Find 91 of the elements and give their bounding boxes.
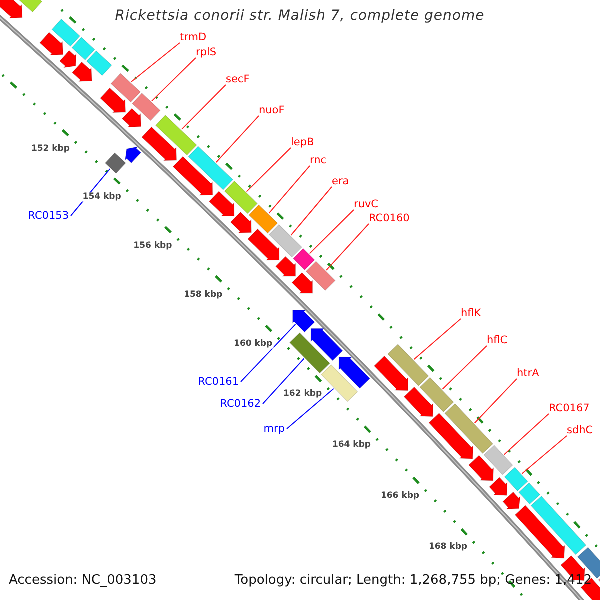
gene-feature bbox=[275, 256, 296, 277]
gene-feature bbox=[72, 62, 92, 82]
gene-block bbox=[248, 204, 278, 234]
gene-label: RC0167 bbox=[549, 404, 590, 414]
gene-label: secF bbox=[226, 74, 250, 85]
gene-feature bbox=[502, 492, 521, 510]
gene-feature bbox=[0, 0, 23, 19]
gene-block bbox=[444, 403, 494, 454]
scale-label: 158 kbp bbox=[183, 290, 224, 300]
gene-block bbox=[110, 73, 142, 103]
title: Rickettsia conorii str. Malish 7, complete genome bbox=[115, 9, 485, 23]
gene-label: RC0160 bbox=[369, 214, 410, 224]
gene-block bbox=[484, 445, 514, 476]
gene-block bbox=[420, 377, 454, 413]
leader-line bbox=[309, 210, 354, 254]
leader-line bbox=[474, 378, 518, 424]
gene-label: htrA bbox=[517, 368, 540, 379]
gene-block bbox=[530, 496, 587, 556]
gene-feature bbox=[292, 310, 316, 333]
leader-line bbox=[130, 42, 180, 83]
gene-label: RC0153 bbox=[28, 210, 69, 222]
gene-block bbox=[155, 114, 198, 156]
leader-line bbox=[290, 186, 332, 236]
gene-block bbox=[86, 50, 112, 76]
leader-line bbox=[442, 346, 488, 390]
leader-line bbox=[286, 388, 334, 430]
gene-feature bbox=[514, 505, 566, 559]
gene-block bbox=[72, 37, 96, 61]
leader-line bbox=[151, 58, 196, 102]
gene-feature bbox=[208, 191, 235, 217]
leader-line bbox=[246, 148, 292, 192]
gene-feature bbox=[142, 126, 177, 162]
gene-block bbox=[293, 248, 316, 271]
leader-line bbox=[240, 324, 296, 382]
gene-block bbox=[504, 467, 528, 492]
scale-label: 160 kbp bbox=[233, 340, 274, 349]
scale-label: 156 kbp bbox=[132, 241, 174, 250]
gene-label: lepB bbox=[291, 138, 314, 148]
gene-feature bbox=[468, 455, 494, 482]
gene-feature bbox=[374, 356, 409, 391]
gene-block bbox=[306, 261, 336, 292]
gene-label: sdhC bbox=[567, 426, 594, 436]
gene-label: nuoF bbox=[259, 106, 285, 116]
leader-line bbox=[414, 318, 462, 360]
gene-feature bbox=[124, 146, 142, 164]
gene-feature bbox=[100, 88, 126, 114]
gene-block bbox=[388, 344, 430, 386]
scale-label: 164 kbp bbox=[331, 440, 372, 449]
gene-block bbox=[188, 146, 234, 190]
leader-line bbox=[268, 166, 310, 214]
leader-line bbox=[326, 224, 370, 271]
gene-feature bbox=[60, 50, 77, 68]
leader-line bbox=[504, 414, 550, 456]
gene-block bbox=[104, 152, 126, 174]
leader-line bbox=[262, 358, 305, 404]
scale-label: 166 kbp bbox=[380, 491, 420, 500]
scale-label: 154 kbp bbox=[82, 192, 122, 202]
scale-label: 168 kbp bbox=[428, 542, 468, 552]
gene-feature bbox=[172, 156, 214, 196]
gene-feature bbox=[248, 228, 280, 261]
accession-text: Accession: NC_003103 bbox=[9, 572, 157, 589]
scale-label: 162 kbp bbox=[282, 390, 324, 399]
leader-line bbox=[522, 436, 568, 474]
leader-line bbox=[216, 116, 260, 163]
gene-feature bbox=[292, 272, 313, 294]
gene-label: hflK bbox=[461, 308, 482, 319]
gene-block bbox=[132, 92, 161, 122]
gene-feature bbox=[40, 32, 64, 56]
gene-block bbox=[52, 18, 81, 47]
gene-label: era bbox=[332, 176, 350, 187]
gene-block bbox=[320, 364, 358, 402]
gene-label: RC0162 bbox=[220, 398, 261, 410]
gene-label: rnc bbox=[310, 156, 327, 166]
gene-label: hflC bbox=[487, 336, 508, 346]
gene-feature bbox=[428, 412, 474, 460]
gene-block bbox=[289, 332, 330, 374]
gene-feature bbox=[338, 356, 370, 389]
gene-feature bbox=[489, 477, 508, 496]
leader-line bbox=[181, 84, 226, 130]
gene-block bbox=[224, 180, 258, 214]
gene-feature bbox=[404, 386, 434, 417]
scale-label: 152 kbp bbox=[30, 144, 71, 154]
gene-label: trmD bbox=[180, 32, 207, 43]
gene-label: mrp bbox=[264, 424, 285, 434]
gene-feature bbox=[310, 328, 344, 362]
gene-feature bbox=[230, 212, 252, 234]
gene-block bbox=[268, 224, 302, 258]
gene-label: rplS bbox=[196, 48, 217, 58]
gene-label: RC0161 bbox=[198, 376, 239, 388]
gene-feature bbox=[122, 108, 142, 128]
gene-label: ruvC bbox=[354, 200, 379, 210]
